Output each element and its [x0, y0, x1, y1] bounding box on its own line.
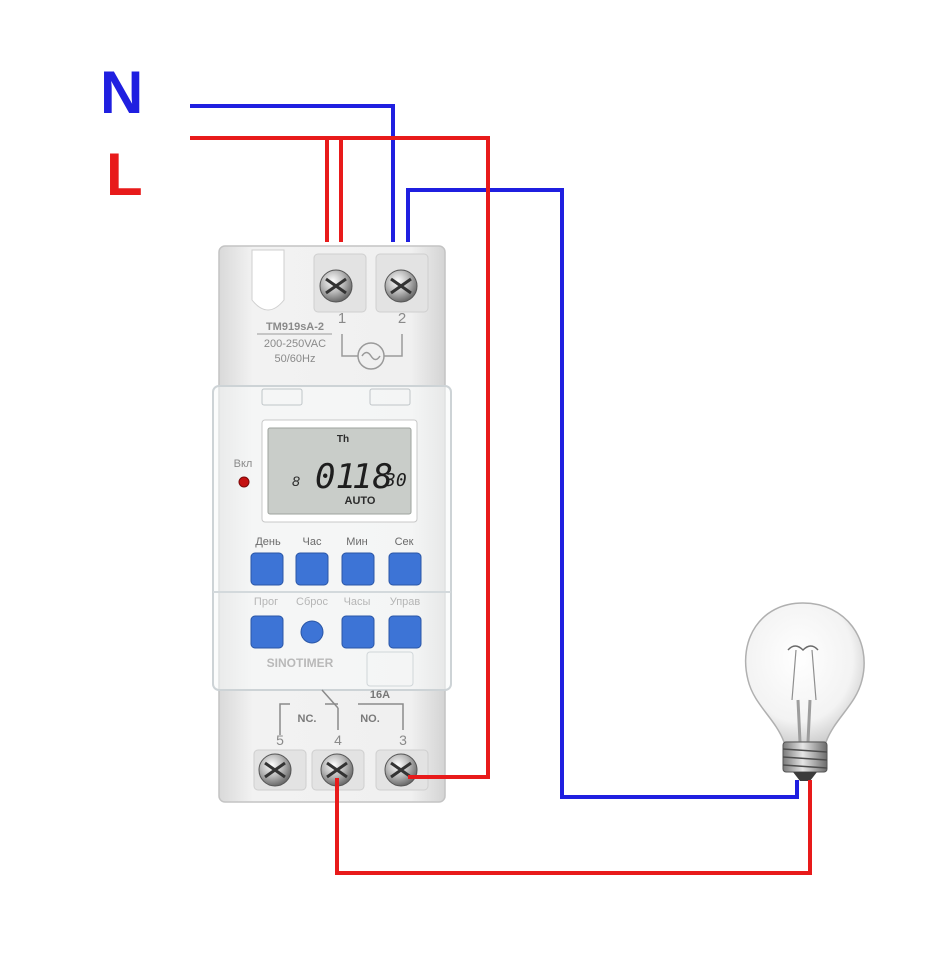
button-label-hour: Час	[303, 536, 322, 548]
bulb-support-wires	[791, 649, 817, 701]
cover-hinge	[366, 651, 414, 687]
screw-terminal-5[interactable]	[258, 753, 292, 787]
supply-symbol-leads	[341, 334, 403, 357]
hour-button[interactable]	[295, 552, 329, 586]
screw-terminal-3[interactable]	[384, 753, 418, 787]
voltage-label: 200-250VAC	[264, 338, 326, 350]
reset-button[interactable]	[300, 620, 324, 644]
bulb-base-threads	[782, 748, 828, 769]
terminal-number-4: 4	[334, 732, 342, 748]
frequency-label: 50/60Hz	[275, 353, 316, 365]
brand-label: SINOTIMER	[267, 656, 334, 670]
power-led	[238, 476, 250, 488]
line-label: L	[106, 141, 143, 208]
cover-latch-left	[261, 388, 303, 406]
wires	[190, 104, 812, 875]
program-button[interactable]	[250, 615, 284, 649]
clock-button[interactable]	[341, 615, 375, 649]
button-label-reset: Сброс	[296, 596, 328, 608]
bulb-glass	[744, 602, 865, 743]
timer-relay: 1 2 TM919sA-2 200-250VAC 50/60Hz Вкл Th …	[212, 245, 452, 803]
button-label-control: Управ	[390, 596, 421, 608]
neutral-lamp-wire	[406, 188, 799, 799]
relay-symbol-lines	[279, 703, 404, 735]
screw-terminal-4[interactable]	[320, 753, 354, 787]
lcd-screen	[267, 427, 412, 515]
neutral-supply-wire	[190, 104, 395, 242]
lcd-seconds: 30	[384, 470, 407, 491]
button-label-clock: Часы	[344, 596, 371, 608]
sine-wave-icon	[361, 351, 381, 361]
switched-lamp-wire	[335, 778, 812, 875]
terminal-number-1: 1	[338, 310, 346, 327]
cover-latch-right	[369, 388, 411, 406]
second-button[interactable]	[388, 552, 422, 586]
mounting-notch	[251, 249, 285, 311]
lcd-mode: AUTO	[345, 495, 376, 507]
lcd-weekday-digit: 8	[292, 473, 300, 489]
button-label-minute: Мин	[346, 536, 367, 548]
day-button[interactable]	[250, 552, 284, 586]
lcd-day-indicator: Th	[337, 434, 349, 445]
button-label-second: Сек	[395, 536, 414, 548]
control-button[interactable]	[388, 615, 422, 649]
light-bulb-icon	[744, 602, 865, 781]
button-label-day: День	[255, 536, 281, 548]
power-led-label: Вкл	[234, 458, 253, 470]
relay-contact-switch	[321, 689, 339, 709]
ac-symbol-icon	[357, 342, 385, 370]
button-label-program: Прог	[254, 596, 278, 608]
terminal-number-2: 2	[398, 310, 406, 327]
terminal-number-3: 3	[399, 732, 407, 748]
bulb-filament	[787, 645, 819, 652]
bulb-contact	[793, 772, 817, 781]
screw-terminal-1[interactable]	[319, 269, 353, 303]
terminal-number-5: 5	[276, 732, 284, 748]
lcd-hours: 01	[315, 457, 356, 497]
no-label: NO.	[360, 713, 380, 725]
neutral-label: N	[100, 59, 144, 126]
current-rating-label: 16A	[370, 689, 390, 701]
model-label: TM919sA-2	[266, 321, 324, 333]
screw-terminal-2[interactable]	[384, 269, 418, 303]
minute-button[interactable]	[341, 552, 375, 586]
bulb-stem	[796, 699, 812, 743]
nc-label: NC.	[298, 713, 317, 725]
lcd-minutes: 18	[352, 457, 393, 497]
